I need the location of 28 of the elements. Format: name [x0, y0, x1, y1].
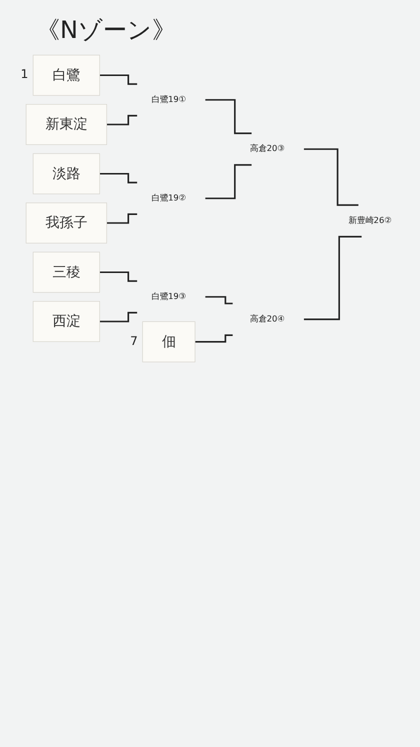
node-box: 佃 — [142, 321, 195, 362]
node-text: 白鷺19② — [150, 193, 186, 204]
node-text: 高倉20④ — [250, 314, 284, 324]
connector — [204, 296, 232, 304]
node-text: 白鷺19③ — [150, 292, 186, 302]
connector — [106, 213, 137, 224]
node-box: 三稜 — [32, 252, 100, 293]
node-box: 白鷺 — [32, 54, 100, 96]
bracket-title: 《Nゾーン》 — [36, 15, 176, 46]
seed-number: 7 — [130, 334, 138, 348]
node-box: 新東淀 — [25, 104, 107, 145]
seed-number: 1 — [20, 67, 28, 82]
connector — [106, 114, 137, 126]
connector — [99, 312, 137, 322]
node-box: 淡路 — [32, 153, 100, 194]
node-text: 新豊崎26② — [348, 216, 392, 226]
node-text: 高倉20③ — [250, 144, 284, 154]
connector — [204, 99, 252, 134]
node-box: 我孫子 — [25, 202, 107, 244]
connector — [204, 164, 252, 200]
connector — [303, 236, 362, 320]
connector — [99, 271, 137, 282]
connector — [99, 74, 137, 85]
node-box: 西淀 — [32, 301, 100, 342]
connector — [99, 172, 137, 184]
node-text: 白鷺19① — [150, 94, 186, 105]
connector — [194, 334, 232, 343]
connector — [303, 148, 358, 206]
